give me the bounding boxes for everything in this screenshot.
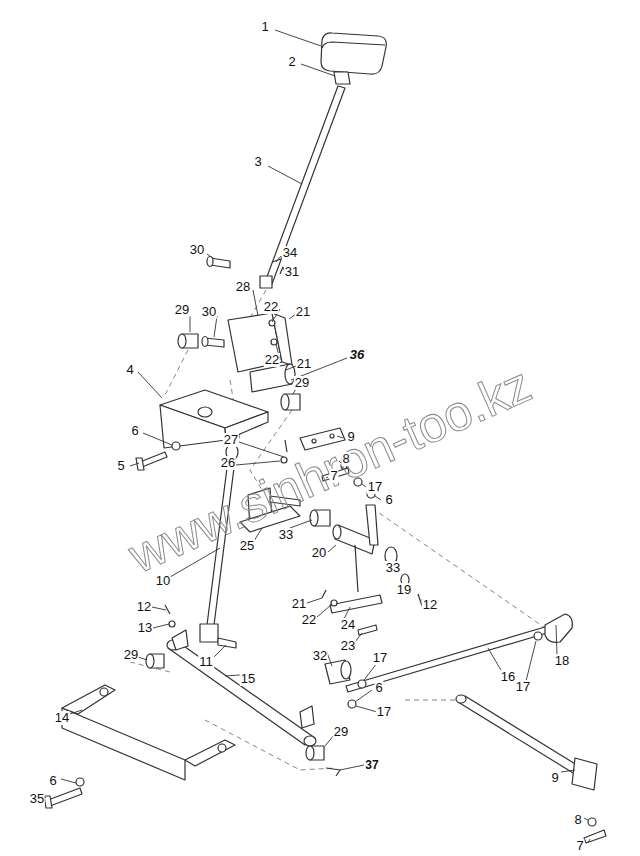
callout-number: 21 [296, 357, 312, 371]
callout-number: 11 [198, 655, 214, 669]
callout-number: 15 [240, 672, 256, 686]
callout-number: 17 [367, 480, 383, 494]
callout-number: 31 [284, 265, 300, 279]
callout-number: 17 [372, 651, 388, 665]
callout-number: 12 [136, 600, 152, 614]
callout-number: 22 [301, 613, 317, 627]
callout-number: 22 [263, 300, 279, 314]
callout-number: 29 [174, 303, 190, 317]
callout-number: 12 [422, 598, 438, 612]
callout-number: 30 [201, 305, 217, 319]
callout-number: 9 [550, 771, 559, 785]
callout-number: 21 [295, 305, 311, 319]
callout-number: 7 [575, 839, 584, 853]
callout-number: 8 [341, 452, 350, 466]
callout-number: 33 [385, 561, 401, 575]
callout-number: 33 [278, 528, 294, 542]
callout-number: 4 [125, 363, 134, 377]
callout-number: 16 [500, 670, 516, 684]
callout-number: 27 [223, 433, 239, 447]
callout-number: 23 [340, 639, 356, 653]
callout-number: 34 [282, 246, 298, 260]
callout-number: 28 [235, 280, 251, 294]
callout-number: 13 [137, 621, 153, 635]
callout-number: 2 [287, 55, 296, 69]
callout-number: 17 [376, 705, 392, 719]
callout-number: 6 [130, 424, 139, 438]
callout-number: 29 [294, 376, 310, 390]
callout-number: 7 [329, 469, 338, 483]
callout-number: 3 [253, 155, 262, 169]
callout-number: 6 [374, 681, 383, 695]
callout-number: 8 [573, 813, 582, 827]
callout-number: 35 [29, 792, 45, 806]
callout-number: 6 [384, 493, 393, 507]
callout-number: 20 [311, 546, 327, 560]
callout-number: 30 [189, 243, 205, 257]
callout-number: 21 [291, 597, 307, 611]
callout-number: 10 [155, 574, 171, 588]
callout-number: 29 [123, 648, 139, 662]
callout-number: 6 [48, 774, 57, 788]
callout-number: 22 [264, 353, 280, 367]
callout-number: 25 [239, 539, 255, 553]
callout-number: 14 [54, 711, 70, 725]
callout-number: 24 [340, 618, 356, 632]
callout-number: 9 [346, 430, 355, 444]
callout-number: 1 [260, 20, 269, 34]
callout-number: 37 [364, 758, 379, 772]
callout-number: 26 [220, 456, 236, 470]
callout-number: 5 [116, 459, 125, 473]
callout-number: 18 [554, 654, 570, 668]
callout-number: 17 [515, 680, 531, 694]
callout-number: 19 [396, 583, 412, 597]
callout-number: 29 [333, 725, 349, 739]
callout-number: 36 [349, 348, 365, 362]
callout-number: 32 [312, 649, 328, 663]
